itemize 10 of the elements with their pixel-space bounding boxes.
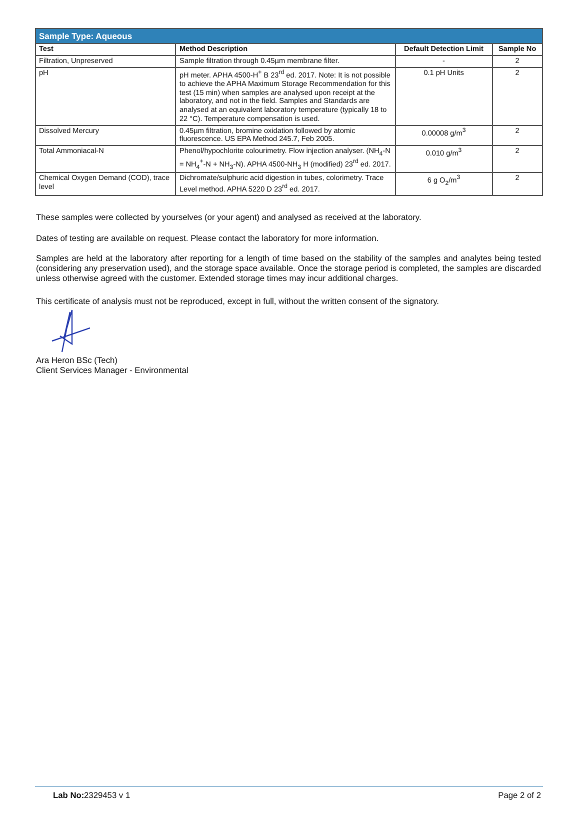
footer-label: Lab No: <box>53 790 84 800</box>
paragraph: Dates of testing are available on request. Please contact the laboratory for more information. <box>36 233 380 244</box>
signatory-name: Ara Heron BSc (Tech) <box>36 355 118 366</box>
lab-number: 2329453 v 1 <box>84 790 130 800</box>
table-title: Sample Type: Aqueous <box>36 28 542 44</box>
signatory-title: Client Services Manager - Environmental <box>36 365 188 376</box>
page-number: Page 2 of 2 <box>498 790 541 800</box>
paragraph: These samples were collected by yourselves (or your agent) and analysed as received at the laboratory. <box>36 212 422 222</box>
paragraph: Samples are held at the laboratory after reporting for a length of time based on the stability of the samples and analytes being tested (considering any preservation used), and the storage space available. Once the storage period is completed, the samples are discarded unless otherwise agreed with the customer. Extended storage times may incur additional charges. <box>36 253 541 284</box>
paragraph: This certificate of analysis must not be reproduced, except in full, without the written consent of the signatory. <box>36 296 440 306</box>
